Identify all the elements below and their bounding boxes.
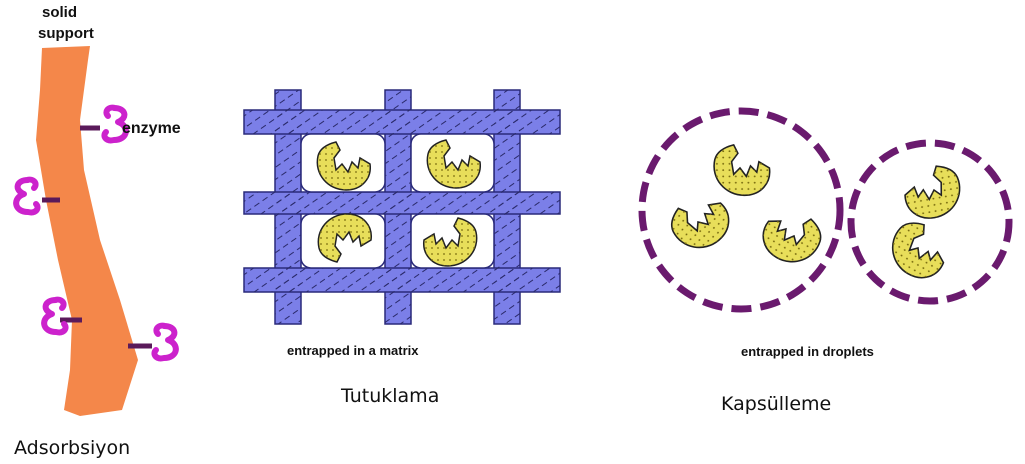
encapsulated-enzyme	[755, 201, 828, 272]
encapsulated-enzyme	[882, 215, 955, 286]
matrix-grid	[244, 90, 560, 324]
encapsulated-enzyme	[901, 163, 964, 222]
encapsulated-enzyme	[663, 185, 738, 259]
matrix-caption: Tutuklama	[340, 385, 439, 407]
solid-support-label-line2: support	[38, 25, 94, 42]
droplets-caption: Kapsülleme	[721, 393, 831, 415]
matrix-panel: entrapped in a matrix Tutuklama	[244, 90, 560, 407]
adsorbed-enzyme	[80, 108, 126, 141]
droplets-panel: entrapped in droplets Kapsülleme	[642, 111, 1009, 415]
solid-support	[36, 46, 138, 416]
solid-support-label-line1: solid	[42, 4, 77, 21]
droplets-label: entrapped in droplets	[741, 344, 874, 359]
droplet-small	[851, 143, 1009, 301]
adsorption-panel: solid support enzyme Adsorbsiyon	[14, 4, 181, 459]
matrix-label: entrapped in a matrix	[287, 343, 419, 358]
encapsulated-enzyme	[714, 145, 770, 195]
enzyme-label: enzyme	[122, 120, 181, 137]
droplet-large	[642, 111, 840, 309]
adsorption-caption: Adsorbsiyon	[14, 437, 130, 459]
